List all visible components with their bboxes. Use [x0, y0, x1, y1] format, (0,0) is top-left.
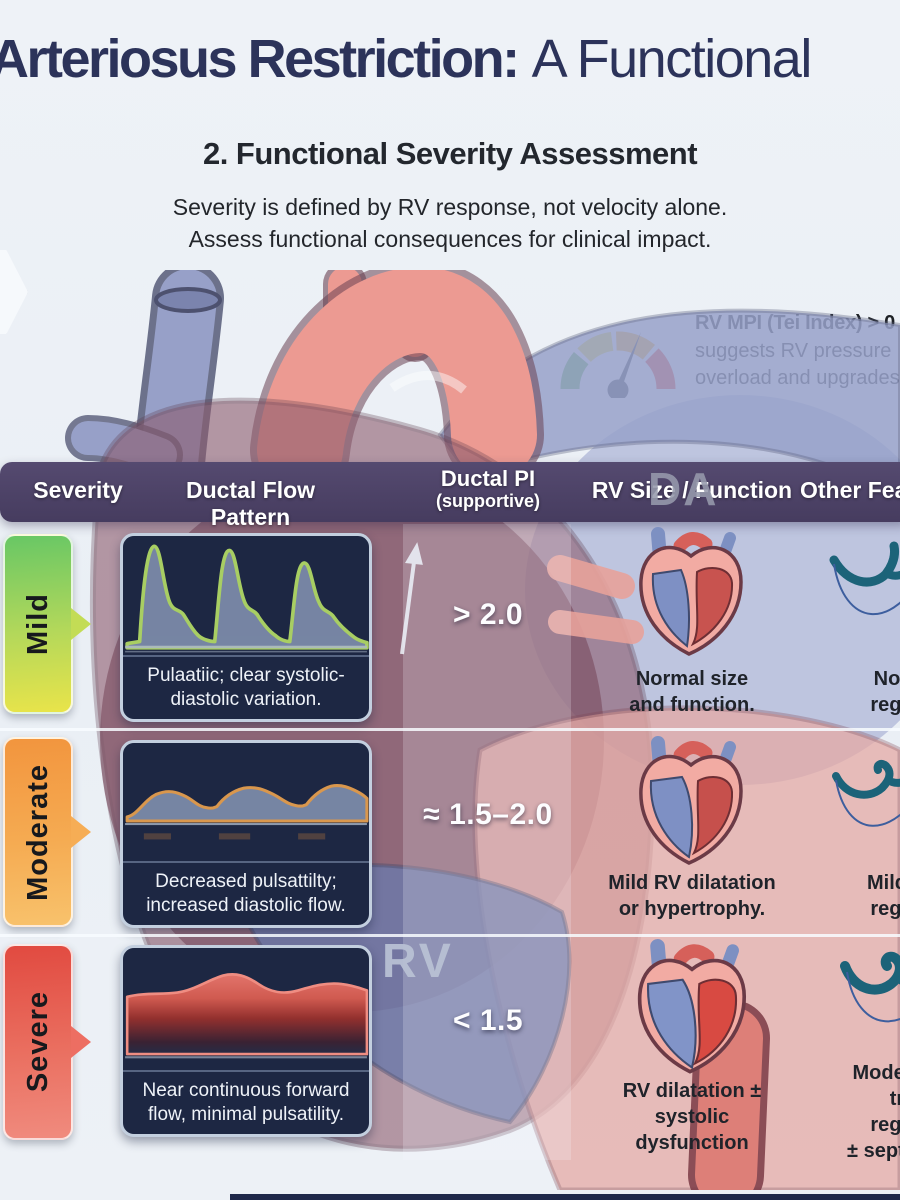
rv-caption-mild-line1: Normal size — [635, 668, 749, 690]
waveform-moderate-icon — [123, 743, 369, 861]
header-ductal-pi-line2: (supportive) — [435, 491, 540, 511]
pi-value-severe: < 1.5 — [452, 1004, 524, 1037]
flow-caption-moderate-line2: increased diastolic flow. — [146, 895, 346, 916]
pi-value-moderate: ≈ 1.5–2.0 — [423, 798, 553, 831]
valve-icon-moderate — [832, 759, 900, 827]
other-caption-mild: No tricuspid regurgitation — [832, 666, 900, 718]
header-ductal-flow-pattern: Ductal Flow Pattern — [185, 477, 316, 530]
flow-caption-severe-line2: flow, minimal pulsatility. — [147, 1104, 345, 1125]
other-caption-moderate-line2: regurgitation — [870, 898, 900, 920]
da-label: DA — [648, 463, 719, 515]
header-other-features: Other Features — [800, 477, 900, 503]
pi-value-mild: > 2.0 — [452, 598, 524, 631]
bottom-bar — [230, 1194, 900, 1200]
page-title-bold: Arteriosus Restriction: — [0, 29, 520, 89]
subtitle-line2: Assess functional consequences for clini… — [188, 226, 712, 252]
flow-caption-severe-line1: Near continuous forward — [142, 1080, 350, 1102]
row-separator-2 — [0, 934, 900, 937]
subtitle-line1: Severity is defined by RV response, not … — [172, 194, 728, 220]
rv-label: RV — [382, 935, 454, 988]
flow-panel-mild: Pulaatiic; clear systolic- diastolic var… — [120, 533, 372, 722]
other-caption-moderate-line1: Mild tricuspid — [867, 872, 900, 894]
flow-panel-moderate: Decreased pulsattilty; increased diastol… — [120, 740, 372, 928]
other-caption-severe: Moderate-severe tricuspid regurgitation … — [832, 1060, 900, 1164]
heart-icon-severe — [637, 939, 747, 1074]
row-separator-1 — [0, 728, 900, 731]
rv-caption-severe: RV dilatation ± systolic dysfunction — [598, 1078, 786, 1156]
severity-tag-moderate-label: Moderate — [21, 763, 54, 901]
heart-icon-moderate — [639, 736, 743, 865]
rv-caption-severe-line1: RV dilatation ± — [622, 1080, 762, 1102]
severity-tag-severe: Severe — [3, 944, 73, 1140]
header-ductal-pi-line1: Ductal PI — [440, 466, 536, 491]
flow-panel-severe: Near continuous forward flow, minimal pu… — [120, 945, 372, 1137]
severity-tag-moderate: Moderate — [3, 737, 73, 927]
severity-tag-mild: Mild — [3, 534, 73, 714]
flow-caption-mild-line2: diastolic variation. — [170, 689, 322, 710]
header-rv-size-function: RV Size / Function — [591, 477, 793, 503]
rv-caption-severe-line2: systolic dysfunction — [635, 1106, 749, 1154]
other-caption-mild-line2: regurgitation — [870, 694, 900, 716]
page-title-regular: A Functional — [531, 29, 813, 89]
rv-caption-mild: Normal size and function. — [598, 666, 786, 718]
valve-icon-severe — [840, 951, 900, 1023]
other-caption-severe-line2: tricuspid regurgitation — [870, 1088, 900, 1136]
waveform-mild-icon — [123, 536, 369, 655]
waveform-severe-icon — [123, 948, 369, 1070]
rv-caption-moderate: Mild RV dilatation or hypertrophy. — [598, 870, 786, 922]
other-caption-mild-line1: No tricuspid — [873, 668, 900, 690]
severity-tag-severe-label: Severe — [21, 991, 54, 1093]
section-heading: 2. Functional Severity Assessment — [202, 136, 698, 171]
rv-caption-moderate-line2: or hypertrophy. — [618, 898, 766, 920]
pi-column-highlight — [403, 524, 571, 1160]
flow-caption-moderate: Decreased pulsattilty; increased diastol… — [123, 861, 369, 925]
heart-icon-mild — [639, 527, 743, 656]
flow-caption-moderate-line1: Decreased pulsattilty; — [155, 871, 337, 893]
rv-caption-mild-line2: and function. — [629, 694, 755, 716]
page-title: Arteriosus Restriction:A Functional — [0, 28, 813, 90]
table-header-bar: Severity Ductal Flow Pattern Ductal PI (… — [0, 462, 900, 530]
flow-caption-mild: Pulaatiic; clear systolic- diastolic var… — [123, 655, 369, 719]
ductal-flow-arrow-icon — [400, 542, 423, 655]
severity-tag-mild-label: Mild — [21, 593, 54, 655]
valve-icon-mild — [829, 541, 900, 615]
flow-caption-mild-line1: Pulaatiic; clear systolic- — [147, 665, 345, 687]
other-caption-severe-line3: ± septal flattening — [847, 1140, 900, 1162]
other-caption-severe-line1: Moderate-severe — [852, 1062, 900, 1084]
other-caption-moderate: Mild tricuspid regurgitation — [832, 870, 900, 922]
header-ductal-pi: Ductal PI (supportive) — [408, 466, 568, 511]
rv-caption-moderate-line1: Mild RV dilatation — [608, 872, 776, 894]
flow-caption-severe: Near continuous forward flow, minimal pu… — [123, 1070, 369, 1134]
prev-slide-chevron-icon — [0, 250, 28, 334]
header-severity: Severity — [33, 477, 123, 503]
